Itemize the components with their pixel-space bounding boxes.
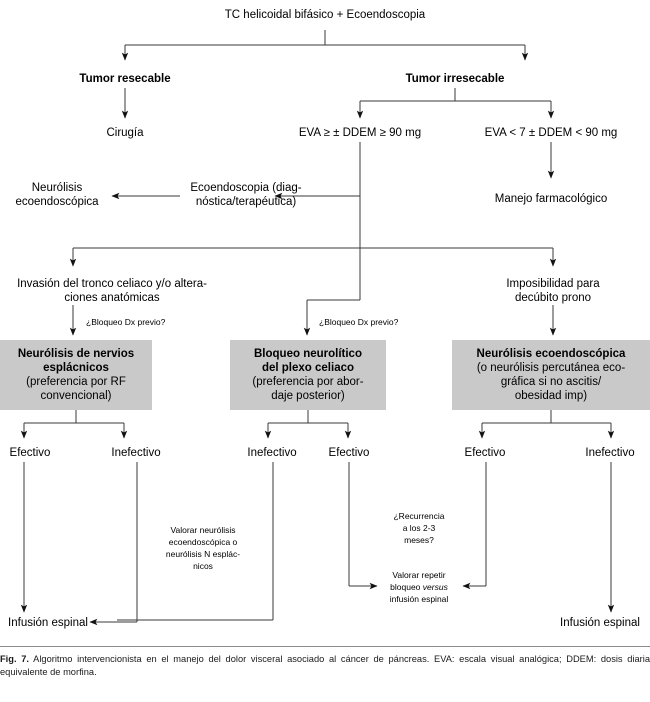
gray-box-esplacnicos xyxy=(0,340,152,410)
box-eco-line4: obesidad imp) xyxy=(515,390,587,402)
connector-inefectivo2-to-valorar xyxy=(117,462,274,621)
box-plexo-line1: Bloqueo neurolítico xyxy=(254,348,362,360)
connector-irresecable-split xyxy=(356,88,555,119)
node-imposibilidad-line1: Imposibilidad para xyxy=(506,278,600,290)
box-eco-line3: gráfica si no ascitis/ xyxy=(501,376,602,388)
box-esplacnicos-line1: Neurólisis de nervios xyxy=(18,348,134,360)
box-plexo-line2: del plexo celiaco xyxy=(262,362,354,374)
figure-caption: Fig. 7. Algoritmo intervencionista en el… xyxy=(0,646,650,679)
gray-box-eco xyxy=(452,340,650,410)
connector-efectivo2-down xyxy=(348,462,378,590)
annotation-valorar-neurolisis-line1: Valorar neurólisis xyxy=(170,525,235,535)
connector-inefectivo1-to-infusion xyxy=(89,462,138,626)
edge-label-efectivo-3: Efectivo xyxy=(465,447,506,459)
annotation-valorar-repetir-line1: Valorar repetir xyxy=(392,570,445,580)
caption-divider xyxy=(0,646,650,647)
gray-box-plexo-celiaco xyxy=(230,340,386,410)
caption-label: Fig. 7. xyxy=(0,654,29,664)
annotation-valorar-neurolisis-line4: nicos xyxy=(193,561,213,571)
edge-label-inefectivo-2: Inefectivo xyxy=(247,447,296,459)
connector-box1-split xyxy=(20,410,128,439)
annotation-valorar-repetir-line2: bloqueo versus xyxy=(390,582,448,592)
connector-box2-split xyxy=(264,410,352,439)
annotation-recurrencia-line3: meses? xyxy=(404,535,434,545)
annotation-valorar-repetir-line3: infusión espinal xyxy=(390,594,449,604)
node-imposibilidad-line2: decúbito prono xyxy=(515,292,591,304)
caption-text-block: Fig. 7. Algoritmo intervencionista en el… xyxy=(0,647,650,679)
connector-bus-lower xyxy=(69,247,557,267)
node-neurolisis-eco-line2: ecoendoscópica xyxy=(15,196,99,208)
node-root: TC helicoidal bifásico + Ecoendoscopia xyxy=(225,9,426,21)
flowchart-diagram: TC helicoidal bifásico + Ecoendoscopia T… xyxy=(0,9,650,629)
annotation-valorar-repetir-versus: versus xyxy=(423,582,449,592)
box-plexo-line3: (preferencia por abor- xyxy=(252,376,363,388)
edge-label-bloqueo-dx-left: ¿Bloqueo Dx previo? xyxy=(86,317,166,327)
box-plexo-line4: daje posterior) xyxy=(271,390,345,402)
box-esplacnicos-line2: esplácnicos xyxy=(43,362,109,374)
edge-label-efectivo-1: Efectivo xyxy=(10,447,51,459)
node-eva-high: EVA ≥ ± DDEM ≥ 90 mg xyxy=(299,127,421,139)
connector-root-split xyxy=(121,30,529,61)
annotation-valorar-neurolisis-line2: ecoendoscópica o xyxy=(169,537,238,547)
node-neurolisis-eco-line1: Neurólisis xyxy=(32,182,83,194)
node-invasion-line2: ciones anatómicas xyxy=(64,292,159,304)
node-infusion-espinal-right: Infusión espinal xyxy=(560,617,640,629)
annotation-valorar-neurolisis-line3: neurólisis N esplác- xyxy=(166,549,240,559)
connector-box3-split xyxy=(478,410,615,439)
box-eco-line2: (o neurólisis percutánea eco- xyxy=(477,362,625,374)
annotation-valorar-repetir-line2a: bloqueo xyxy=(390,582,423,592)
node-tumor-resecable: Tumor resecable xyxy=(79,73,170,85)
connector-efectivo3-down xyxy=(462,462,487,590)
box-esplacnicos-line3: (preferencia por RF xyxy=(26,376,126,388)
node-eva-low: EVA < 7 ± DDEM < 90 mg xyxy=(485,127,618,139)
annotation-recurrencia-line2: a los 2-3 xyxy=(403,523,436,533)
node-tumor-irresecable: Tumor irresecable xyxy=(406,73,505,85)
edge-label-bloqueo-dx-mid: ¿Bloqueo Dx previo? xyxy=(319,317,399,327)
edge-label-inefectivo-1: Inefectivo xyxy=(111,447,160,459)
annotation-recurrencia-line1: ¿Recurrencia xyxy=(393,511,444,521)
edge-label-inefectivo-3: Inefectivo xyxy=(585,447,634,459)
node-ecoendoscopia-line1: Ecoendoscopia (diag- xyxy=(190,182,301,194)
node-invasion-line1: Invasión del tronco celiaco y/o altera- xyxy=(17,278,207,290)
node-manejo-farmacologico: Manejo farmacológico xyxy=(495,193,608,205)
node-infusion-espinal-left: Infusión espinal xyxy=(8,617,88,629)
caption-body: Algoritmo intervencionista en el manejo … xyxy=(0,654,650,677)
node-cirugia: Cirugía xyxy=(106,127,144,139)
connector-mid-jog xyxy=(303,299,360,336)
node-ecoendoscopia-line2: nóstica/terapéutica) xyxy=(196,196,297,208)
box-eco-line1: Neurólisis ecoendoscópica xyxy=(477,348,627,360)
box-esplacnicos-line4: convencional) xyxy=(41,390,112,402)
edge-label-efectivo-2: Efectivo xyxy=(329,447,370,459)
